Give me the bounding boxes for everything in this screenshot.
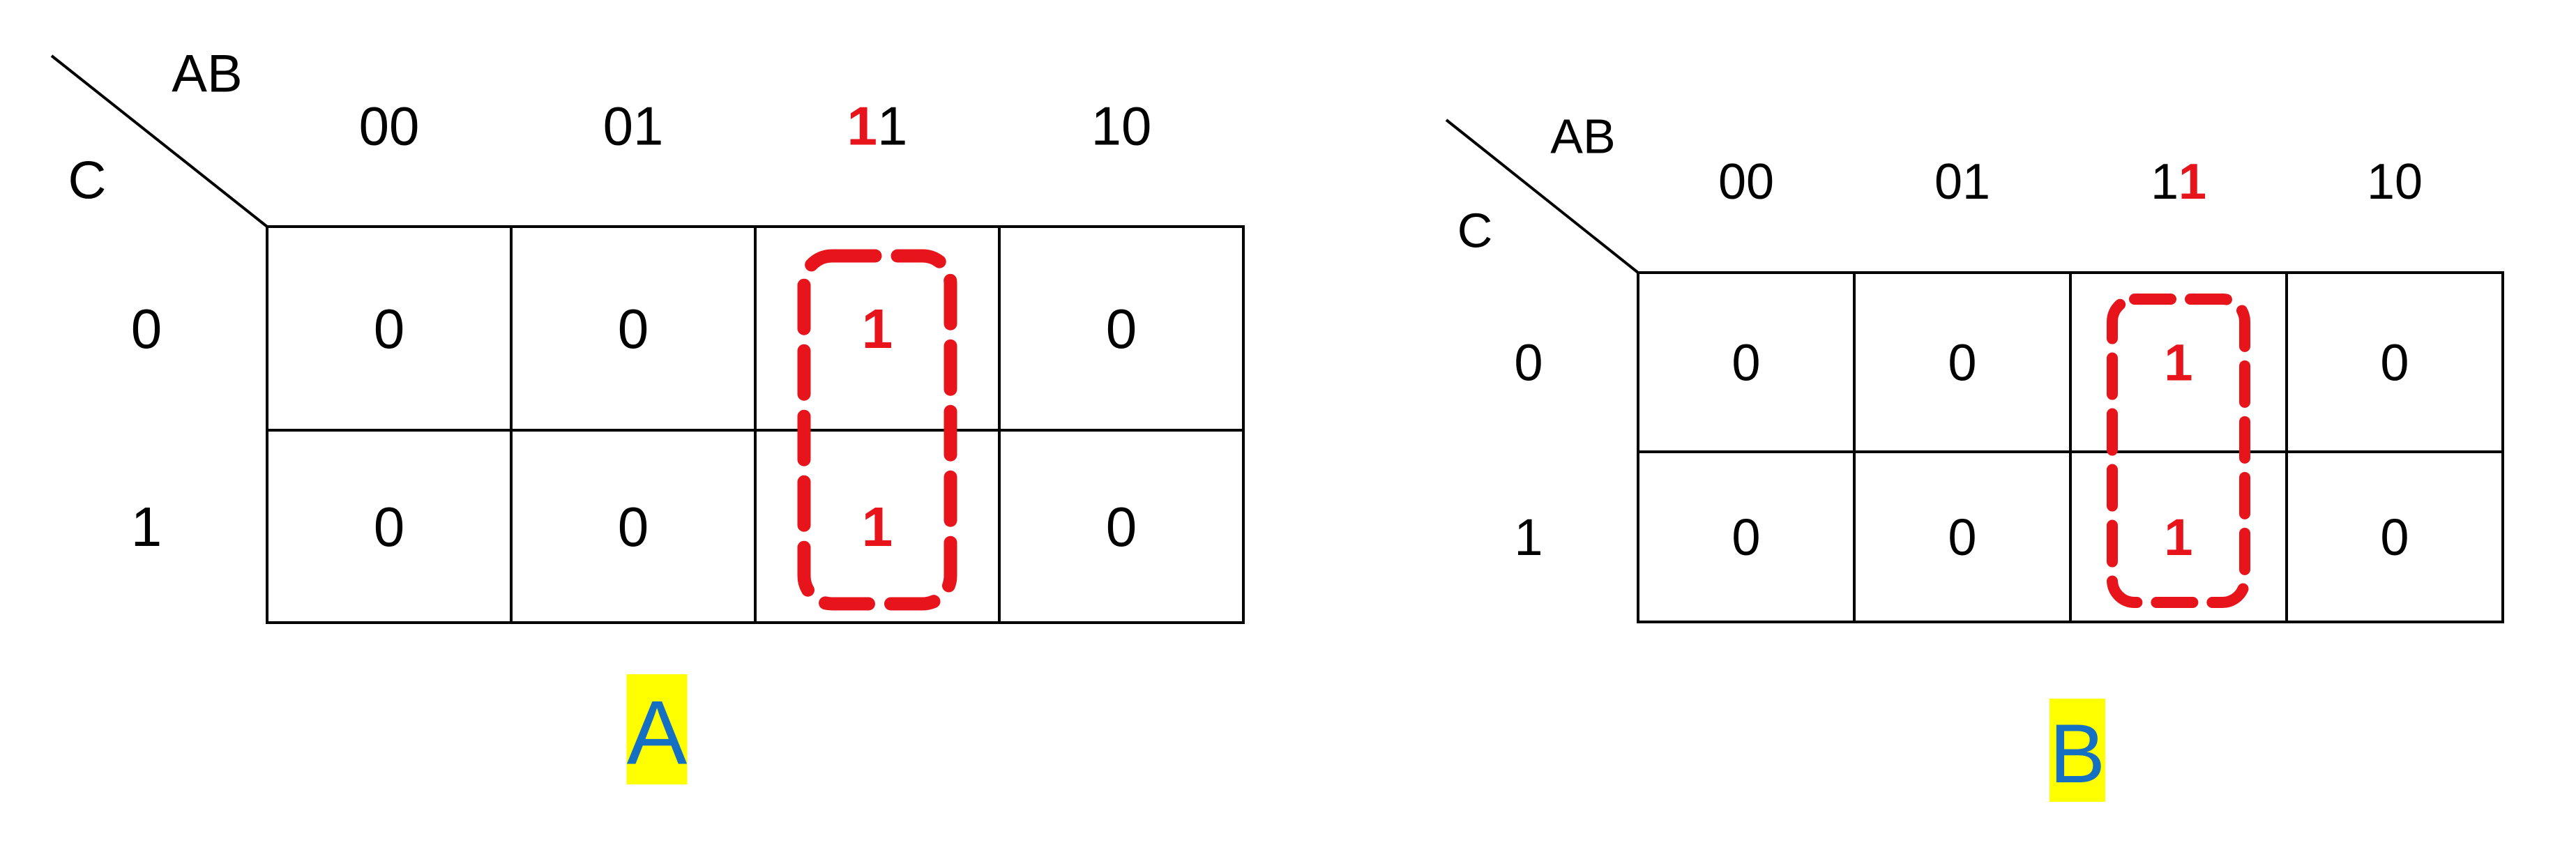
kmap-corner-diagonal [50,54,268,228]
kmap-row-header: 0 [131,298,162,360]
kmap-column-header: 01 [603,95,664,156]
highlighted-header-digit: 1 [847,95,877,156]
kmap-column-header: 01 [1934,154,1990,210]
kmap-group-outline [2107,294,2250,608]
kmap-column-header: 11 [2151,154,2206,210]
kmap-corner-diagonal [1445,119,1639,274]
kmap-cell-value: 0 [1732,333,1760,391]
kmap-row-variable-label: C [68,151,107,211]
kmap-column-header: 00 [359,95,420,156]
kmap-row-header: 1 [131,496,162,558]
kmap-column-variable-label: AB [1550,109,1615,164]
kmap-cell-value: 1 [2164,333,2192,391]
kmap-caption: A [627,682,688,784]
kmap-row-variable-label: C [1457,204,1493,258]
kmap-cell-value: 0 [2380,508,2409,566]
kmap-row-header: 1 [1514,508,1543,566]
kmap-column-header: 10 [1091,95,1152,156]
kmap-cell-value: 0 [374,496,405,558]
kmap-row-header: 0 [1514,333,1543,391]
kmap-column-header: 10 [2367,154,2423,210]
kmap-cell-value: 0 [1106,298,1137,360]
kmap-column-variable-label: AB [172,45,242,104]
kmap-cell-value: 0 [1106,496,1137,558]
kmap-group-outline [797,249,957,611]
kmap-caption: B [2050,707,2105,800]
header-digit: 1 [2151,154,2179,210]
kmap-cell-value: 1 [2164,508,2192,566]
caption-highlight [626,674,688,784]
kmap-column-header: 11 [847,95,908,156]
kmap-cell-value: 0 [374,298,405,360]
kmap-cell-value: 0 [1948,333,1976,391]
caption-highlight [2050,699,2105,802]
highlighted-header-digit: 1 [2179,154,2206,210]
kmap-column-header: 00 [1718,154,1774,210]
kmap-cell-value: 1 [862,298,893,360]
kmap-cell-value: 0 [2380,333,2409,391]
kmap-cell-value: 0 [618,496,649,558]
kmap-cell-value: 0 [618,298,649,360]
kmap-cell-value: 1 [862,496,893,558]
kmap-cell-value: 0 [1732,508,1760,566]
header-digit: 1 [877,95,907,156]
kmap-cell-value: 0 [1948,508,1976,566]
